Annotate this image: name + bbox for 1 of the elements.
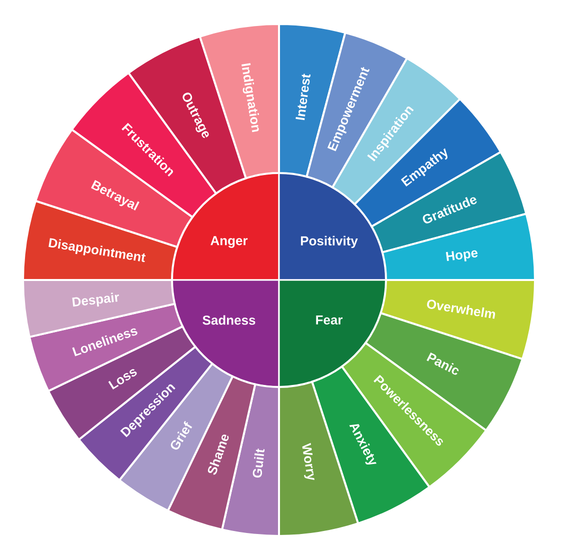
inner-segment: Positivity	[278, 172, 387, 281]
